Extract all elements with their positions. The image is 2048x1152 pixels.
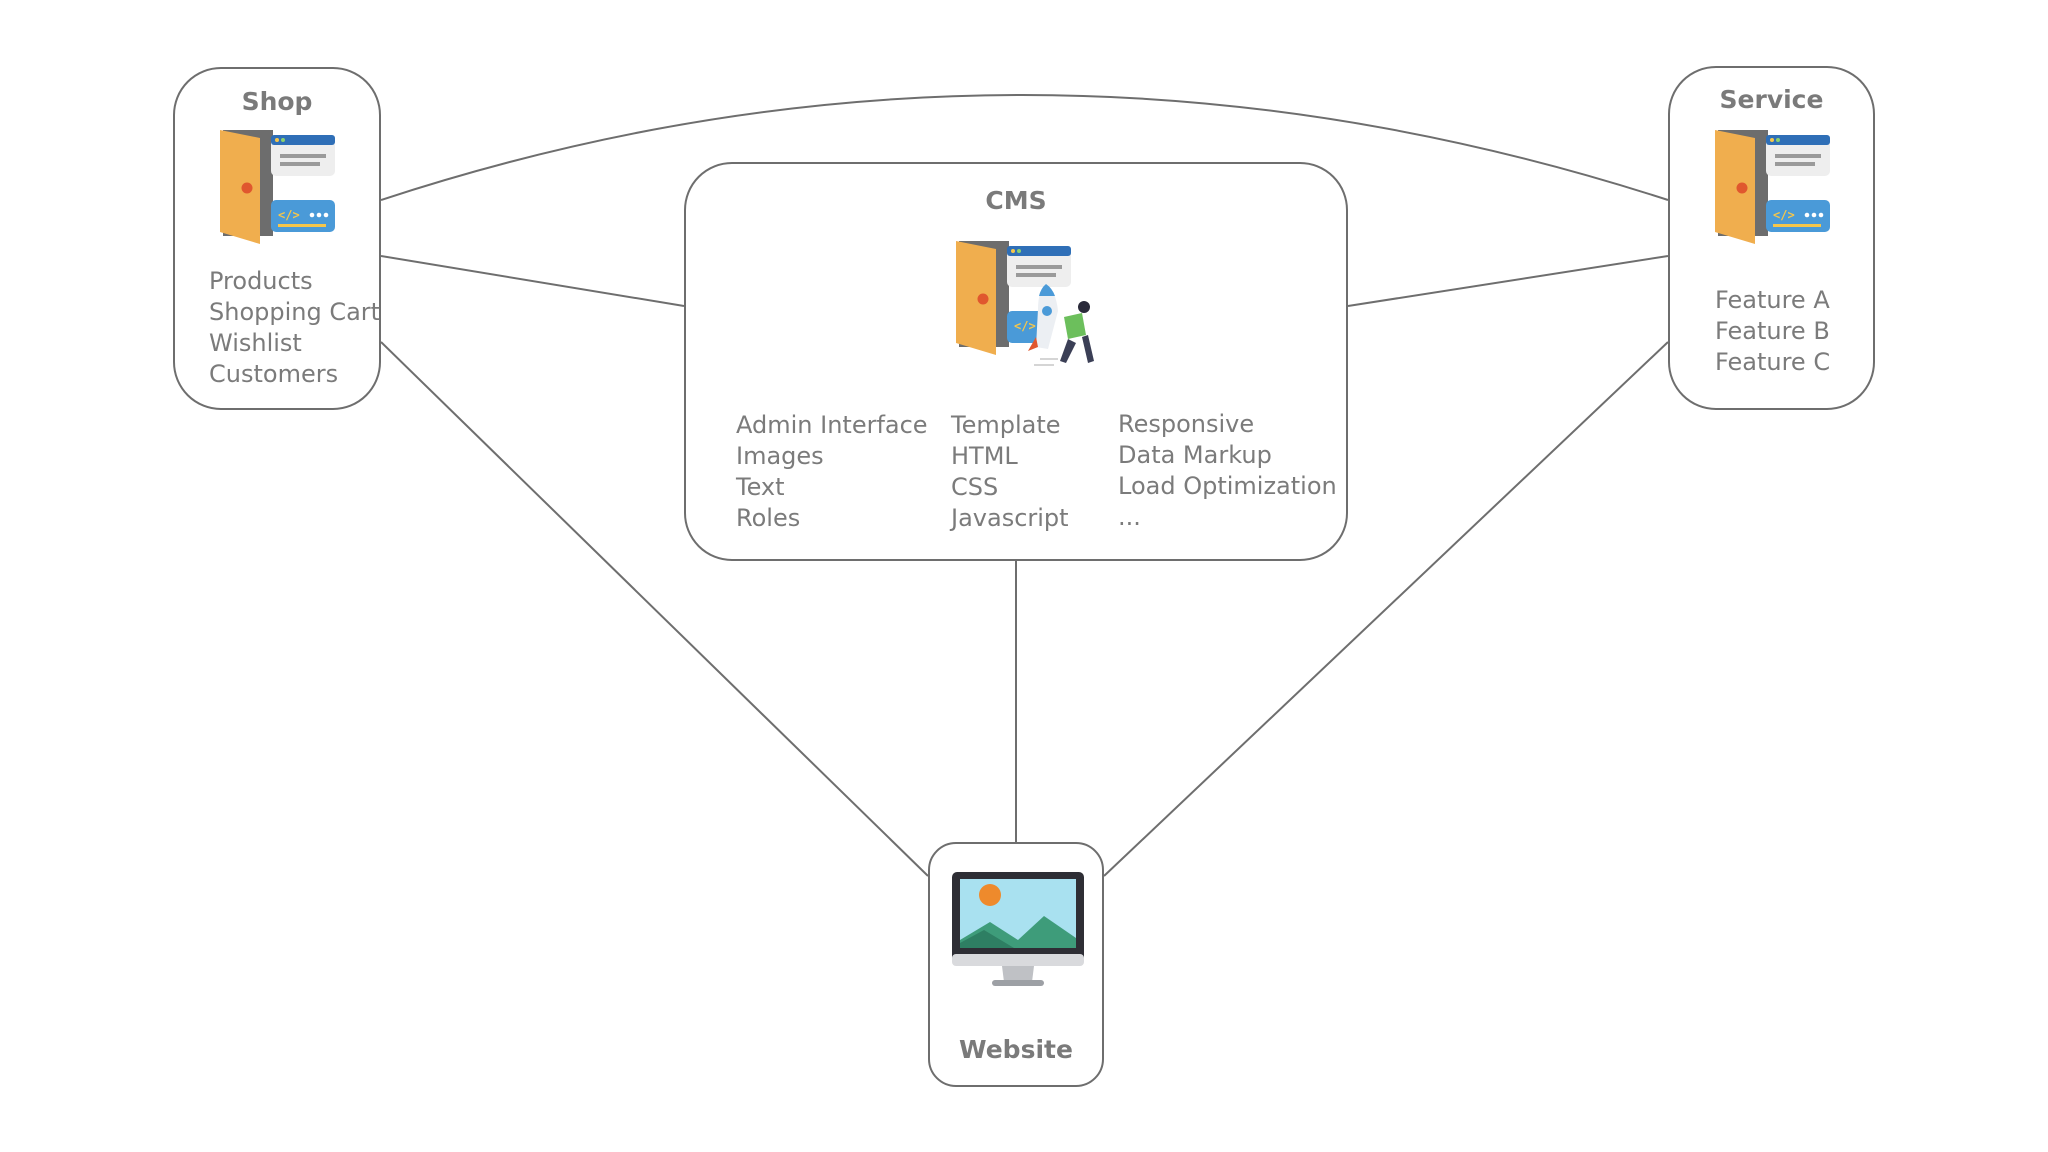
service-node: Service </> Feature A Feature B Feature …: [1668, 66, 1875, 410]
cms-node: CMS </> Admin Inter: [684, 162, 1348, 561]
list-item: Feature B: [1715, 317, 1830, 345]
website-node: Website: [928, 842, 1104, 1087]
list-item: Roles: [736, 504, 801, 532]
list-item: Admin Interface: [736, 411, 928, 439]
svg-text:</>: </>: [278, 208, 300, 222]
list-item: Shopping Cart: [209, 298, 381, 326]
list-item: Customers: [209, 360, 339, 388]
monitor-landscape-icon: [952, 872, 1084, 986]
door-code-icon: </>: [220, 130, 335, 244]
list-item: HTML: [951, 442, 1018, 470]
door-code-rocket-runner-icon: </>: [956, 241, 1094, 366]
list-item: Data Markup: [1118, 441, 1272, 469]
service-feature-list: Feature A Feature B Feature C: [1715, 285, 1830, 378]
connector-shop-cms: [380, 255, 685, 307]
list-item: Products: [209, 267, 313, 295]
svg-text:</>: </>: [1014, 319, 1036, 333]
cms-title: CMS: [985, 186, 1047, 215]
list-item: ...: [1118, 503, 1141, 531]
connector-cms-service: [1347, 255, 1669, 307]
service-title: Service: [1719, 85, 1824, 114]
list-item: Feature C: [1715, 348, 1831, 376]
list-item: Text: [736, 473, 785, 501]
shop-node: Shop </> Products Shopping Cart Wishlist…: [173, 67, 381, 410]
cms-column-optimization: Responsive Data Markup Load Optimization…: [1118, 409, 1337, 533]
website-title: Website: [959, 1035, 1073, 1064]
list-item: Load Optimization: [1118, 472, 1337, 500]
door-code-icon: </>: [1715, 130, 1830, 244]
cms-column-admin: Admin Interface Images Text Roles: [736, 410, 928, 534]
list-item: Images: [736, 442, 824, 470]
shop-feature-list: Products Shopping Cart Wishlist Customer…: [209, 266, 380, 390]
list-item: Feature A: [1715, 286, 1830, 314]
connector-service-website: [1103, 341, 1669, 877]
svg-text:</>: </>: [1773, 208, 1795, 222]
list-item: Javascript: [951, 504, 1069, 532]
list-item: Template: [951, 411, 1061, 439]
connector-shop-service: [380, 94, 1669, 201]
connector-shop-website: [380, 341, 929, 877]
list-item: CSS: [951, 473, 999, 501]
cms-column-template: Template HTML CSS Javascript: [951, 410, 1069, 534]
list-item: Wishlist: [209, 329, 302, 357]
list-item: Responsive: [1118, 410, 1255, 438]
shop-title: Shop: [241, 87, 313, 116]
